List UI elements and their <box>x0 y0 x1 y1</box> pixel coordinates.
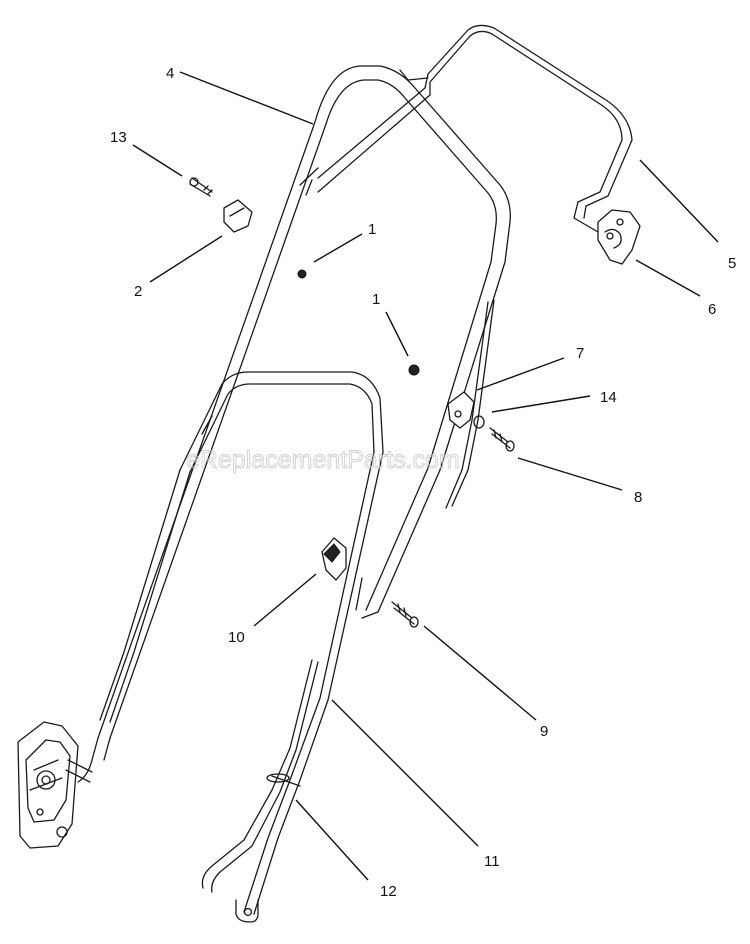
callout-1-mid: 1 <box>372 291 380 308</box>
callout-13: 13 <box>110 129 127 146</box>
callout-6: 6 <box>708 301 716 318</box>
callout-2: 2 <box>134 283 142 300</box>
lower-handle <box>99 371 384 923</box>
callout-4: 4 <box>166 65 174 82</box>
cable-guide <box>597 209 641 265</box>
callout-9: 9 <box>540 723 548 740</box>
callout-labels: 4 13 1 2 5 6 1 7 14 8 10 9 11 12 <box>110 65 736 900</box>
control-cable <box>201 299 495 893</box>
control-bar <box>317 24 633 233</box>
watermark: eReplacementParts.com <box>186 446 460 474</box>
mount-bracket <box>17 721 93 849</box>
callout-8: 8 <box>634 489 642 506</box>
callout-10: 10 <box>228 629 245 646</box>
lower-fasteners <box>321 537 419 628</box>
upper-fasteners <box>189 177 307 279</box>
leader-lines <box>132 71 719 881</box>
mid-fasteners <box>408 364 515 452</box>
upper-handle <box>77 65 511 783</box>
callout-5: 5 <box>728 255 736 272</box>
callout-12: 12 <box>380 883 397 900</box>
callout-14: 14 <box>600 389 617 406</box>
callout-1-upper: 1 <box>368 221 376 238</box>
callout-7: 7 <box>576 345 584 362</box>
callout-11: 11 <box>484 853 500 870</box>
